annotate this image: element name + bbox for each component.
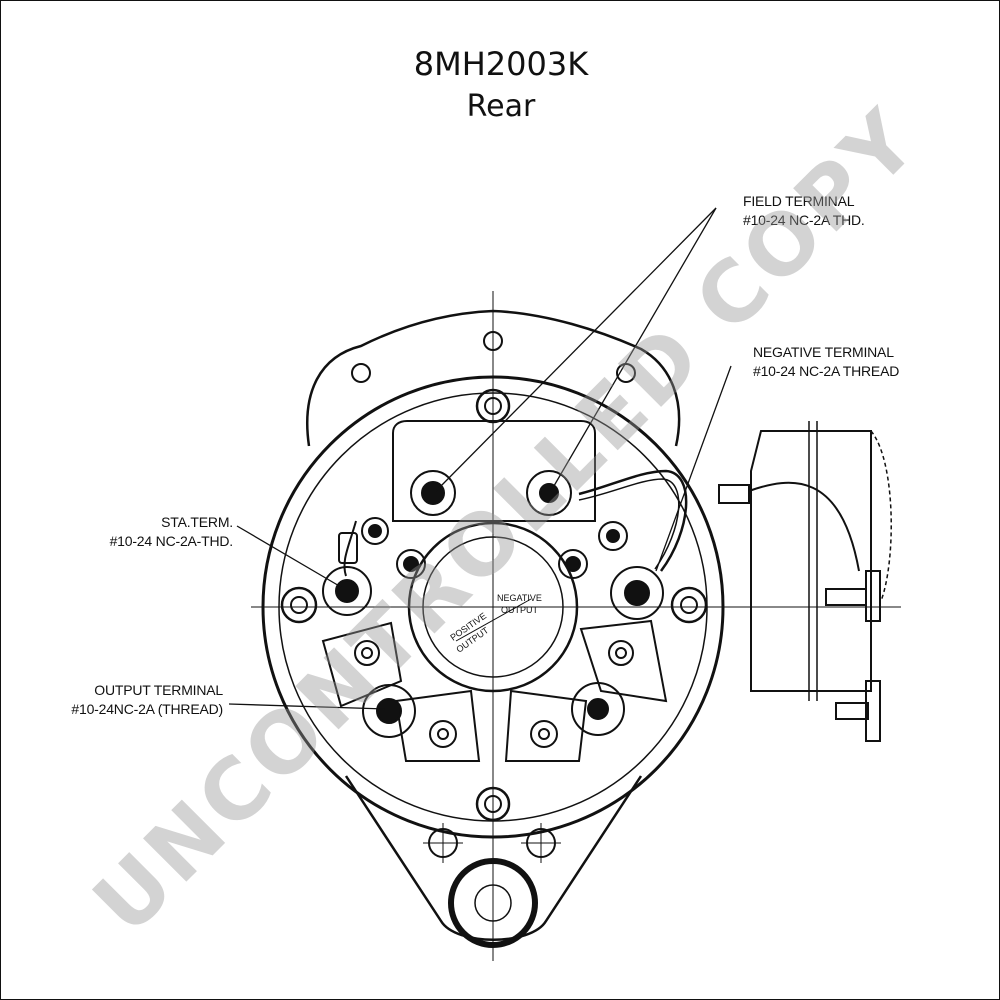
hub-label-negative-line1: NEGATIVE bbox=[497, 593, 542, 603]
output-leader bbox=[228, 703, 386, 710]
heatsink-right-lower bbox=[504, 689, 588, 762]
rectifier-hub-inner bbox=[422, 536, 564, 678]
heatsink-bolt-c bbox=[530, 720, 558, 748]
heatsink-bolt-b bbox=[429, 720, 457, 748]
output-terminal bbox=[362, 684, 416, 738]
upper-housing-bolt-core bbox=[484, 397, 502, 415]
negative-terminal bbox=[610, 566, 664, 620]
field-terminal-right-nut bbox=[539, 483, 559, 503]
sta-upper-bolt bbox=[361, 517, 389, 545]
bottom-mounting-lug bbox=[344, 775, 643, 941]
side-view-body bbox=[750, 430, 872, 692]
field-terminal-left bbox=[410, 470, 456, 516]
callout-output-terminal: OUTPUT TERMINAL #10-24NC-2A (THREAD) bbox=[71, 681, 223, 719]
callout-field-line1: FIELD TERMINAL bbox=[743, 193, 855, 209]
field-leader-right bbox=[550, 207, 717, 492]
pivot-bushing-outer bbox=[448, 858, 538, 948]
brush-holder-block bbox=[392, 420, 596, 522]
heatsink-left-lower bbox=[394, 689, 481, 762]
negative-leader bbox=[655, 365, 732, 572]
heatsink-left-upper bbox=[321, 621, 403, 708]
callout-negative-line1: NEGATIVE TERMINAL bbox=[753, 344, 894, 360]
sta-leader bbox=[236, 525, 342, 588]
field-wire-inner bbox=[578, 478, 680, 570]
output-terminal-nut bbox=[376, 698, 402, 724]
diode-right-upper bbox=[558, 549, 588, 579]
top-mounting-lug bbox=[306, 309, 681, 447]
side-view-stud-lower bbox=[835, 702, 869, 720]
negative-terminal-nut bbox=[624, 580, 650, 606]
top-bolt-left bbox=[351, 363, 371, 383]
housing-outer-circle bbox=[261, 375, 725, 839]
side-view-stud-upper bbox=[825, 588, 867, 606]
pivot-bushing-inner bbox=[474, 884, 512, 922]
top-bolt-right bbox=[616, 363, 636, 383]
sta-terminal bbox=[322, 566, 372, 616]
right-heatsink-bolt bbox=[598, 521, 628, 551]
field-terminal-left-nut bbox=[421, 481, 445, 505]
heatsink-bolt-a bbox=[354, 640, 380, 666]
callout-negative-line2: #10-24 NC-2A THREAD bbox=[753, 363, 900, 379]
side-view-wire bbox=[748, 481, 860, 572]
heatsink-bolt-d bbox=[608, 640, 634, 666]
lower-right-stud bbox=[571, 682, 625, 736]
callout-sta-line2: #10-24 NC-2A-THD. bbox=[109, 533, 234, 549]
side-view-edge bbox=[870, 430, 892, 602]
left-housing-bolt bbox=[280, 586, 318, 624]
heatsink-right-upper bbox=[579, 619, 668, 703]
callout-field-terminal: FIELD TERMINAL #10-24 NC-2A THD. bbox=[743, 192, 865, 230]
lower-housing-bolt bbox=[475, 786, 511, 822]
right-housing-bolt bbox=[670, 586, 708, 624]
drawing-title: 8MH2003K bbox=[413, 45, 589, 83]
field-terminal-right bbox=[526, 470, 572, 516]
diode-left-upper bbox=[396, 549, 426, 579]
hub-label-negative-line2: OUTPUT bbox=[501, 605, 539, 615]
sta-connector bbox=[338, 532, 358, 564]
callout-field-line2: #10-24 NC-2A THD. bbox=[743, 212, 865, 228]
field-leader-left bbox=[435, 207, 717, 492]
hub-divider bbox=[455, 598, 532, 642]
sta-terminal-nut bbox=[335, 579, 359, 603]
drawing-subtitle: Rear bbox=[466, 89, 536, 124]
callout-output-line1: OUTPUT TERMINAL bbox=[94, 682, 223, 698]
callout-sta-terminal: STA.TERM. #10-24 NC-2A-THD. bbox=[109, 513, 234, 551]
callout-negative-terminal: NEGATIVE TERMINAL #10-24 NC-2A THREAD bbox=[753, 343, 899, 381]
callout-sta-line1: STA.TERM. bbox=[161, 514, 233, 530]
callout-output-line2: #10-24NC-2A (THREAD) bbox=[71, 701, 223, 717]
sta-wire bbox=[343, 520, 357, 577]
rectifier-hub-outer bbox=[407, 521, 579, 693]
side-view-terminal bbox=[718, 484, 750, 504]
field-wire-outer bbox=[578, 469, 688, 572]
top-bolt-center bbox=[483, 331, 503, 351]
